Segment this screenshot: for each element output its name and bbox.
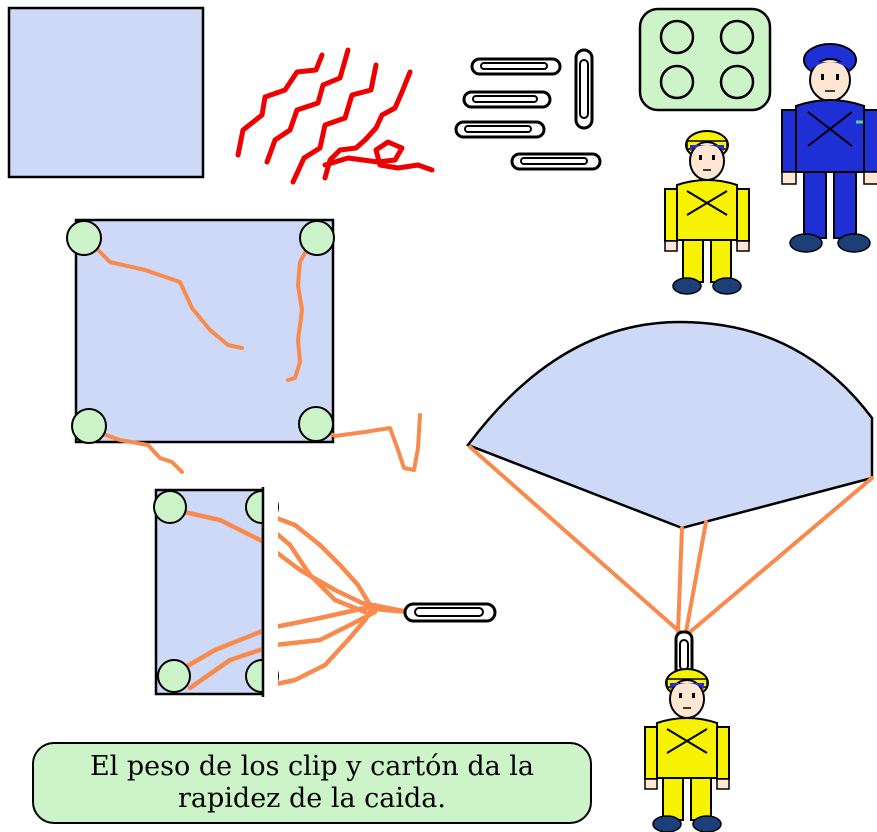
boy-figure-icon — [664, 130, 750, 295]
man-figure-icon — [781, 43, 877, 253]
folded-card-with-clip-icon — [153, 487, 497, 697]
paper-clips-icon — [454, 48, 602, 171]
card-with-strings-icon — [66, 218, 422, 474]
cardboard-square-icon — [7, 6, 205, 179]
parachutist-figure-icon — [644, 668, 730, 832]
caption-line-1: El peso de los clip y cartón da la — [89, 751, 535, 782]
parachute-icon — [466, 320, 874, 679]
hole-punch-card-icon — [638, 7, 772, 112]
caption-box: El peso de los clip y cartón da la rapid… — [32, 742, 592, 824]
red-strings-icon — [235, 47, 435, 185]
caption-line-2: rapidez de la caida. — [178, 783, 446, 814]
